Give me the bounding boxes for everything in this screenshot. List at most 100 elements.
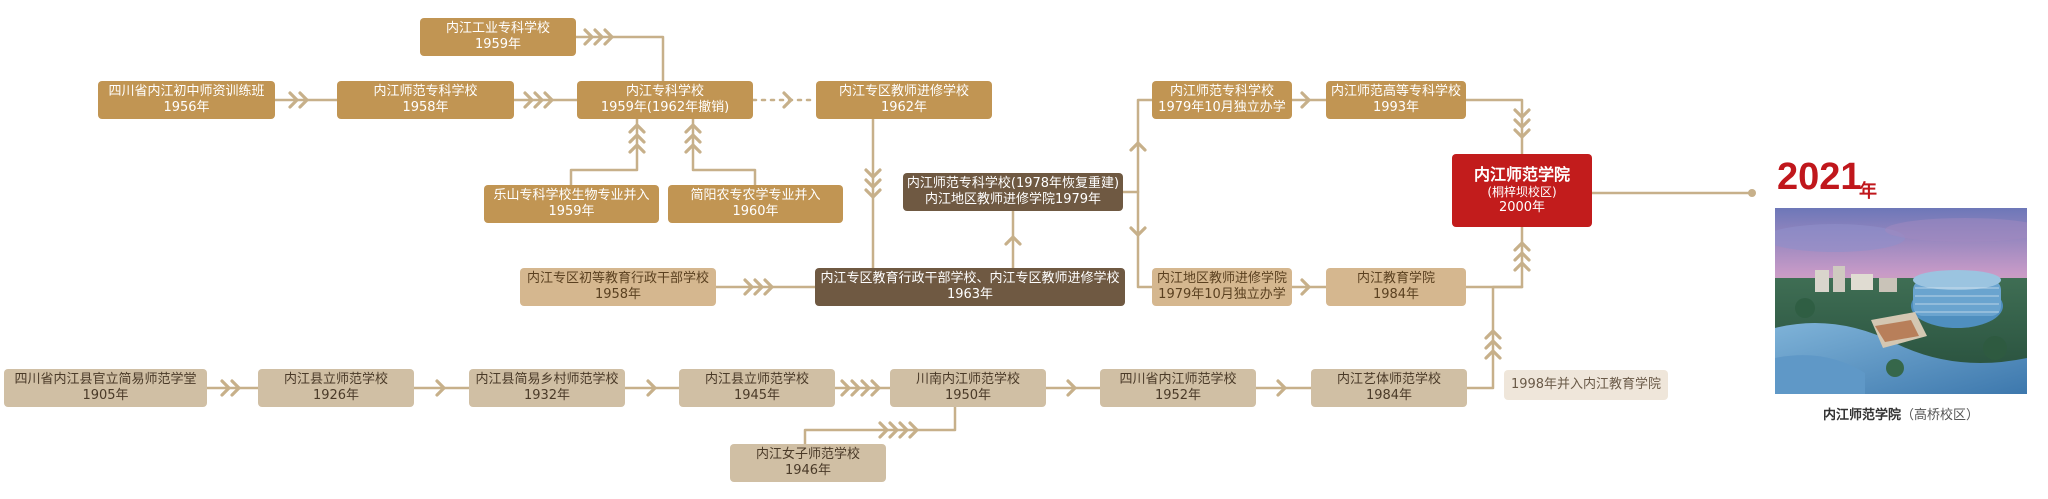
arrow-gaodeng-down-chevron	[1513, 108, 1531, 119]
node-shifan-zhuanke-1979: 内江师范专科学校 1979年10月独立办学	[1152, 81, 1292, 119]
connector-gongye-zhuanke	[574, 35, 665, 83]
node-huifu-1978: 内江师范专科学校(1978年恢复重建) 内江地区教师进修学院1979年	[903, 173, 1123, 211]
arrow-chuzhong-chevron	[288, 91, 299, 109]
arrow-nvzi-chevron	[908, 421, 919, 439]
arrow-1926-chevron	[435, 379, 446, 397]
arrow-jiaoyu-up-chevron	[1513, 261, 1531, 272]
arrow-chudeng	[743, 278, 774, 296]
node-zhuanke-1959: 内江专科学校 1959年(1962年撤销)	[577, 81, 753, 119]
arrow-shifan-chevron	[533, 91, 544, 109]
node-jiaoyu-1984: 内江教育学院 1984年	[1326, 268, 1466, 306]
arrow-zhuanke-jinxiu	[782, 91, 793, 109]
arrow-1905-chevron	[220, 379, 231, 397]
note-bingru-1998: 1998年并入内江教育学院	[1504, 370, 1668, 400]
campus-caption-sub: （高桥校区）	[1901, 408, 1980, 423]
arrow-1945-chevron	[850, 379, 861, 397]
arrow-jianyang-up	[684, 123, 702, 154]
node-xianli-1926: 内江县立师范学校 1926年	[258, 369, 414, 407]
arrow-jinxiu1979	[1300, 278, 1311, 296]
arrow-leshan-up	[628, 123, 646, 154]
connector-jianyang	[691, 117, 757, 187]
arrow-nvzi-chevron	[898, 421, 909, 439]
arrow-yiti-up-chevron	[1484, 349, 1502, 360]
result-year: 2021	[1777, 156, 1862, 198]
arrow-jinxiu1979-chevron	[1300, 278, 1311, 296]
arrow-jianyang-up-chevron	[684, 133, 702, 144]
arrow-1926	[435, 379, 446, 397]
arrow-gaodeng-down-chevron	[1513, 118, 1531, 129]
arrow-yiti-up-chevron	[1484, 329, 1502, 340]
arrow-gaodeng-down-chevron	[1513, 128, 1531, 139]
node-nvzi-1946: 内江女子师范学校 1946年	[730, 444, 886, 482]
connector-huifu-jinxiu1979	[1136, 190, 1154, 289]
arrow-jiaoyu-up	[1513, 241, 1531, 272]
node-jianyang-1960: 简阳农专农学专业并入 1960年	[668, 185, 843, 223]
arrow-gongye-chevron	[583, 28, 594, 46]
arrow-shifan	[523, 91, 554, 109]
arrow-zhuanke1979-chevron	[1300, 91, 1311, 109]
connector-huifu-zhuanke1979	[1121, 98, 1154, 194]
arrow-gongye-chevron	[593, 28, 604, 46]
arrow-shifan-chevron	[523, 91, 534, 109]
arrow-leshan-up-chevron	[628, 143, 646, 154]
arrow-ganbu-up-chevron	[1004, 235, 1022, 246]
arrow-1952-chevron	[1276, 379, 1287, 397]
arrow-chuzhong-chevron	[298, 91, 309, 109]
arrow-1905	[220, 379, 241, 397]
arrow-ganbu-up	[1004, 235, 1022, 246]
arrow-jinxiu-down	[864, 168, 882, 199]
campus-photo	[1775, 208, 2027, 394]
node-leshan-1959: 乐山专科学校生物专业并入 1959年	[484, 185, 659, 223]
arrow-1952	[1276, 379, 1287, 397]
node-chuzhong-1956: 四川省内江初中师资训练班 1956年	[98, 81, 275, 119]
node-chudeng-1958: 内江专区初等教育行政干部学校 1958年	[520, 268, 716, 306]
arrow-1950	[1066, 379, 1077, 397]
arrow-huifu-up-chevron	[1129, 141, 1147, 152]
node-gaodeng-1993: 内江师范高等专科学校 1993年	[1326, 81, 1466, 119]
arrow-huifu-down-chevron	[1129, 226, 1147, 237]
arrow-jiaoyu-up-chevron	[1513, 241, 1531, 252]
arrow-nvzi-chevron	[878, 421, 889, 439]
arrow-zhuanke1979	[1300, 91, 1311, 109]
arrow-nvzi-chevron	[888, 421, 899, 439]
node-sheng-1952: 四川省内江师范学校 1952年	[1100, 369, 1256, 407]
arrow-leshan-up-chevron	[628, 133, 646, 144]
arrow-jianyang-up-chevron	[684, 123, 702, 134]
connector-nvzi-chuannan	[803, 405, 957, 446]
arrow-yiti-up-chevron	[1484, 339, 1502, 350]
arrow-huifu-up	[1129, 141, 1147, 152]
arrow-huifu-down	[1129, 226, 1147, 237]
connector-leshan	[569, 117, 639, 187]
arrow-jianyang-up-chevron	[684, 143, 702, 154]
arrow-leshan-up-chevron	[628, 123, 646, 134]
arrow-jinxiu-down-chevron	[864, 178, 882, 189]
arrow-jinxiu-down-chevron	[864, 168, 882, 179]
arrow-shifan-chevron	[543, 91, 554, 109]
timeline-end-dot	[1748, 189, 1756, 197]
node-yiti-1984: 内江艺体师范学校 1984年	[1311, 369, 1467, 407]
node-shifan-zhuanke-1958: 内江师范专科学校 1958年	[337, 81, 514, 119]
arrow-1945-chevron	[860, 379, 871, 397]
arrow-chudeng-chevron	[743, 278, 754, 296]
connector-jiaoyu-xueyuan	[1464, 225, 1524, 289]
campus-caption-main: 内江师范学院	[1822, 408, 1901, 423]
node-xiangcun-1932: 内江县简易乡村师范学校 1932年	[469, 369, 625, 407]
connector-gaodeng-xueyuan	[1464, 98, 1524, 156]
node-chuannan-1950: 川南内江师范学校 1950年	[890, 369, 1046, 407]
arrow-jinxiu-down-chevron	[864, 188, 882, 199]
node-jinxiu-1962: 内江专区教师进修学校 1962年	[816, 81, 992, 119]
node-xianli-1945: 内江县立师范学校 1945年	[679, 369, 835, 407]
node-gongye-1959: 内江工业专科学校 1959年	[420, 18, 576, 56]
result-year-unit: 年	[1859, 181, 1877, 202]
arrow-1945	[840, 379, 881, 397]
node-jianyi-1905: 四川省内江县官立简易师范学堂 1905年	[4, 369, 207, 407]
arrow-jiaoyu-up-chevron	[1513, 251, 1531, 262]
arrow-gaodeng-down	[1513, 108, 1531, 139]
arrow-gongye-chevron	[603, 28, 614, 46]
arrow-yiti-up	[1484, 329, 1502, 360]
arrow-gongye	[583, 28, 614, 46]
node-diqu-jinxiu-1979: 内江地区教师进修学院 1979年10月独立办学	[1152, 268, 1292, 306]
node-xueyuan-2000: 内江师范学院 (桐梓坝校区) 2000年	[1452, 154, 1592, 227]
arrow-chuzhong	[288, 91, 309, 109]
